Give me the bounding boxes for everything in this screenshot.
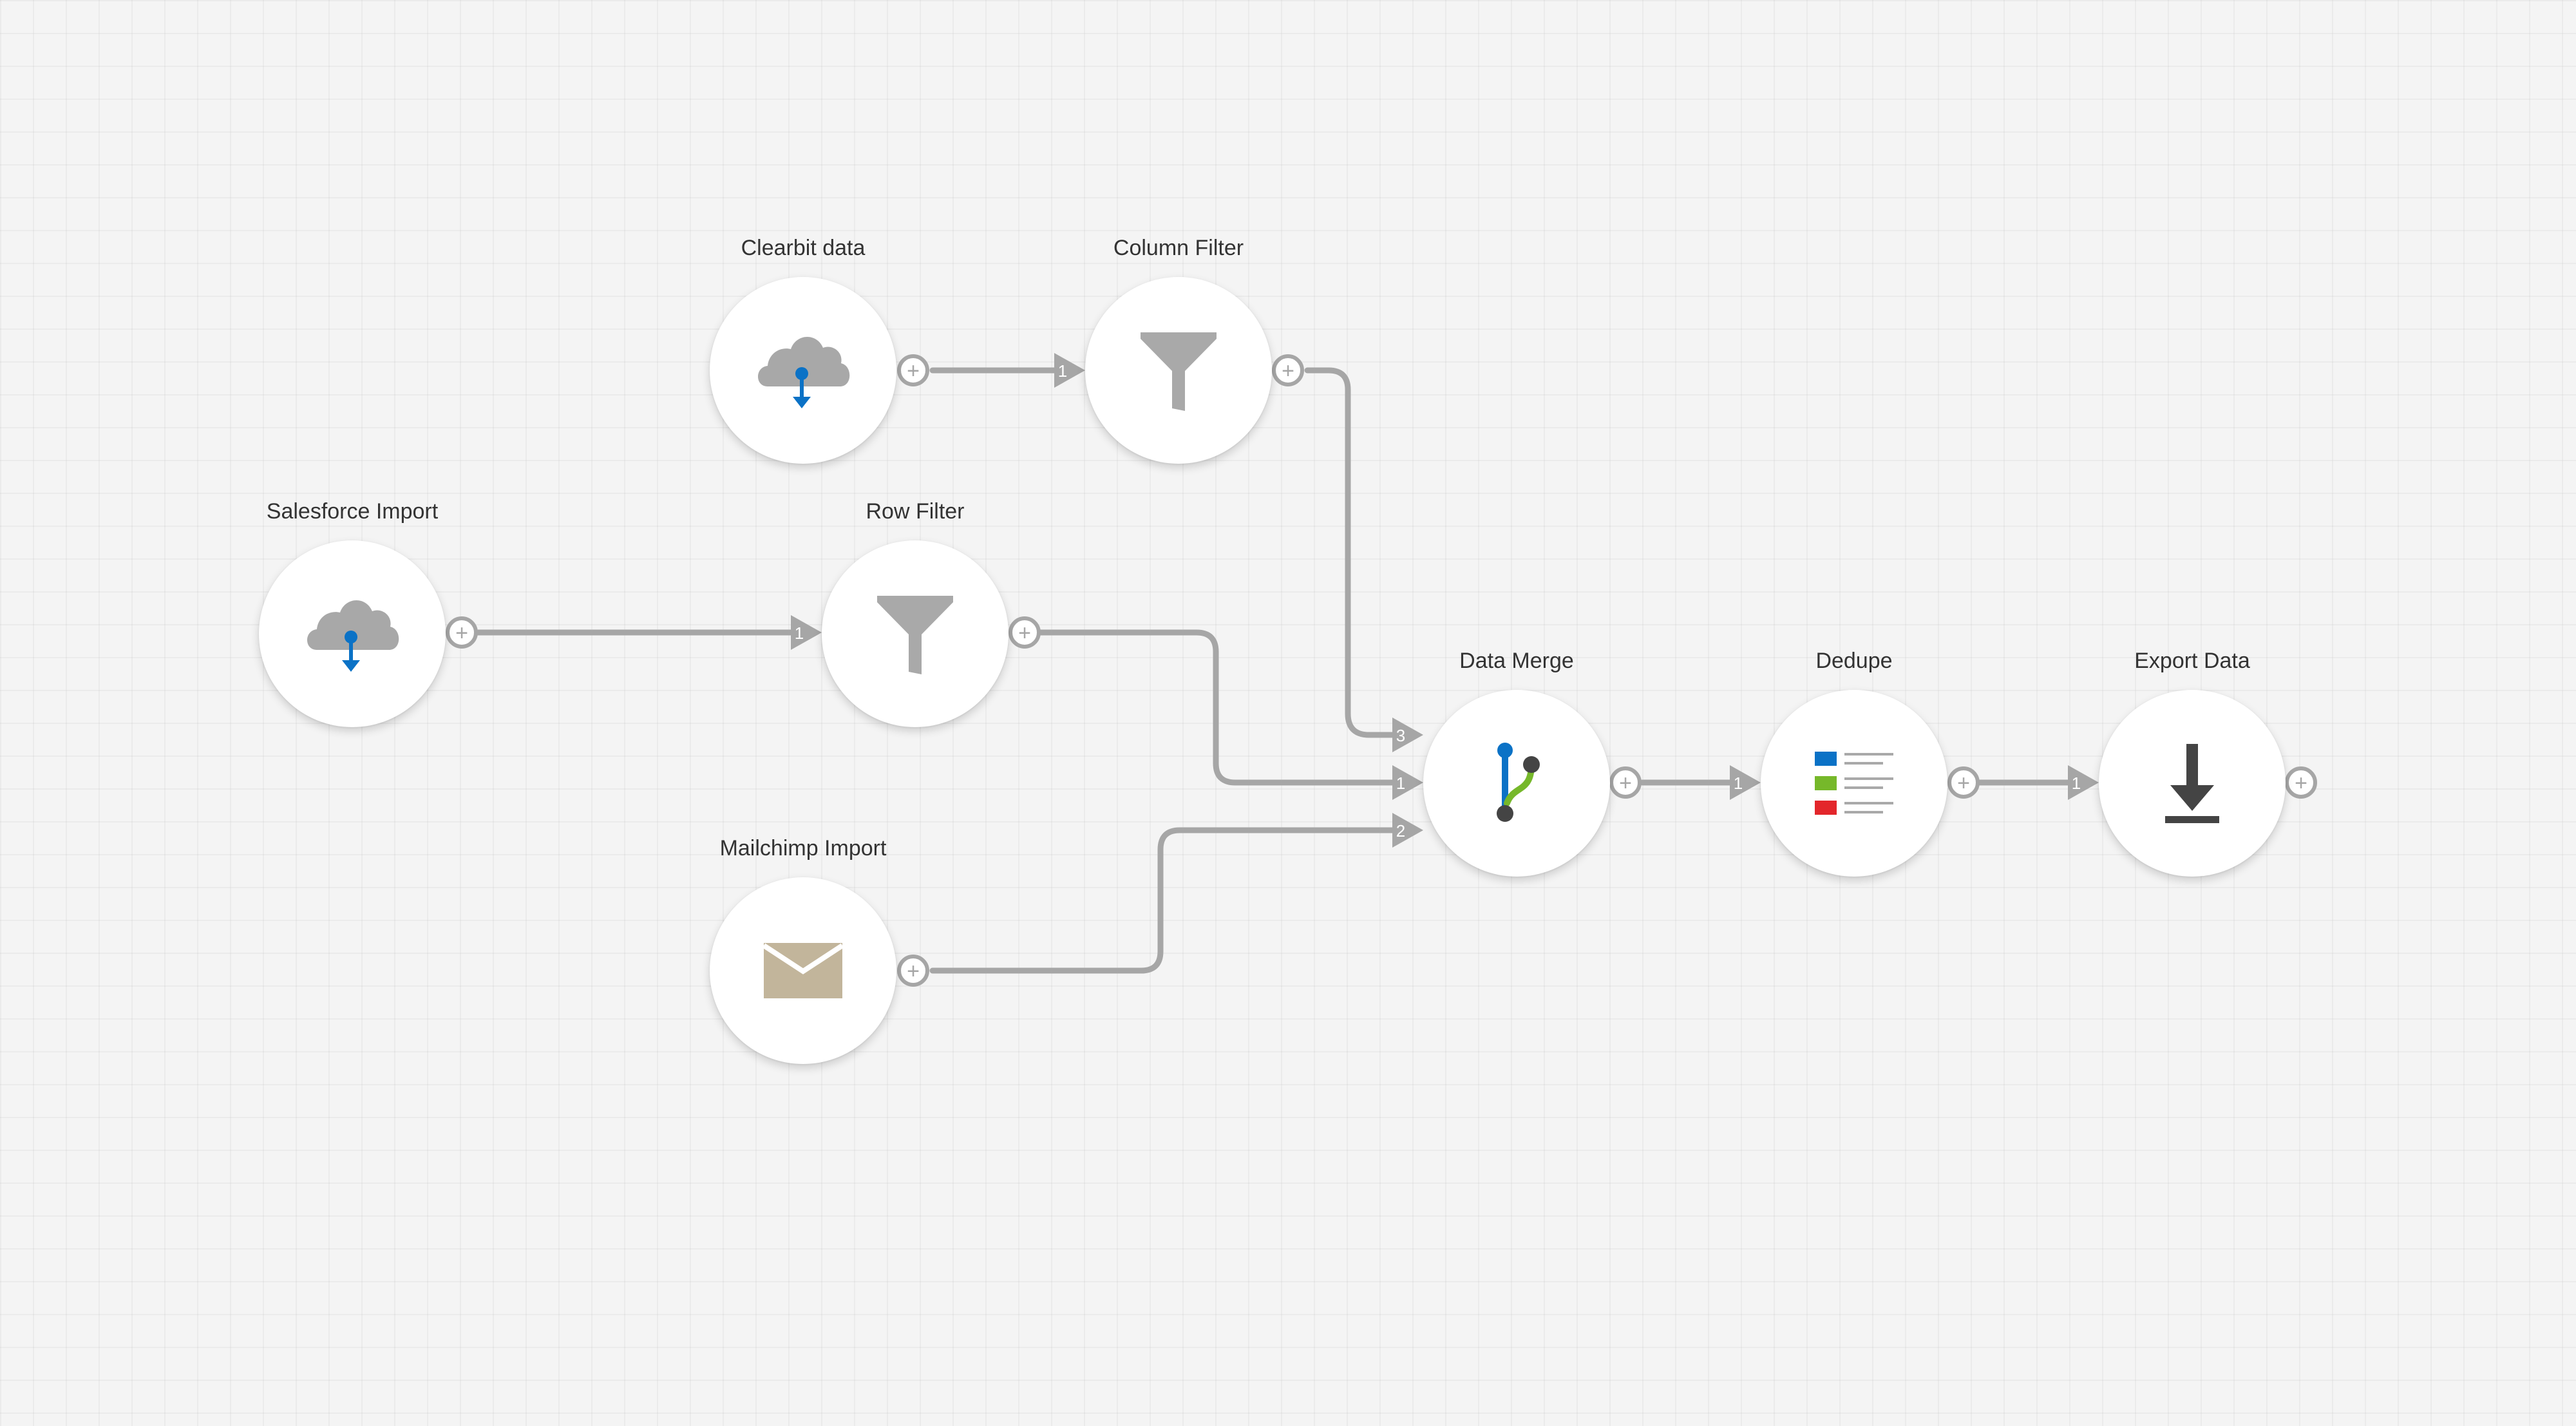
add-icon: + — [455, 621, 468, 645]
node-label-column-filter: Column Filter — [1113, 236, 1244, 260]
input-index-export: 1 — [2072, 774, 2081, 793]
node-row-filter[interactable] — [822, 540, 1009, 727]
node-label-mailchimp: Mailchimp Import — [719, 836, 887, 860]
download-icon — [2165, 744, 2219, 823]
input-arrow-column-filter[interactable] — [1054, 353, 1085, 388]
node-dedupe[interactable] — [1761, 690, 1947, 877]
node-label-export: Export Data — [2134, 649, 2250, 673]
dedupe-list-icon — [1815, 752, 1893, 815]
input-arrow-export[interactable] — [2068, 765, 2099, 800]
input-index-column-filter: 1 — [1058, 361, 1067, 381]
add-icon: + — [1018, 621, 1031, 645]
funnel-icon — [1141, 332, 1217, 411]
node-label-clearbit: Clearbit data — [741, 236, 866, 260]
output-port-mailchimp[interactable]: + — [897, 955, 929, 987]
connector-mailchimp-to-data-merge — [929, 827, 1401, 974]
connector-column-filter-to-data-merge — [1304, 367, 1401, 738]
input-arrow-merge-2[interactable] — [1392, 813, 1423, 848]
output-port-salesforce[interactable]: + — [446, 616, 478, 649]
node-label-dedupe: Dedupe — [1815, 649, 1893, 673]
input-index-merge-3: 3 — [1396, 726, 1405, 745]
node-export-data[interactable] — [2099, 690, 2286, 877]
node-salesforce-import[interactable] — [259, 540, 446, 727]
add-icon: + — [1282, 359, 1294, 383]
add-icon: + — [1619, 771, 1632, 795]
output-port-row-filter[interactable]: + — [1009, 616, 1041, 649]
node-data-merge[interactable] — [1423, 690, 1610, 877]
input-index-dedupe: 1 — [1734, 774, 1743, 793]
input-index-row-filter: 1 — [795, 623, 804, 643]
input-arrow-row-filter[interactable] — [791, 615, 822, 650]
input-index-merge-2: 2 — [1396, 821, 1405, 841]
merge-branch-icon — [1497, 743, 1540, 822]
node-label-row-filter: Row Filter — [866, 499, 965, 524]
add-icon: + — [907, 359, 920, 383]
envelope-icon — [762, 943, 844, 998]
node-column-filter[interactable] — [1085, 277, 1272, 464]
output-port-dedupe[interactable]: + — [1947, 766, 1980, 799]
funnel-icon — [877, 596, 953, 674]
add-icon: + — [2295, 771, 2307, 795]
output-port-column-filter[interactable]: + — [1272, 354, 1304, 386]
node-clearbit-data[interactable] — [710, 277, 896, 464]
output-port-export[interactable]: + — [2285, 766, 2317, 799]
input-arrow-dedupe[interactable] — [1730, 765, 1761, 800]
add-icon: + — [1957, 771, 1970, 795]
node-label-data-merge: Data Merge — [1459, 649, 1574, 673]
output-port-data-merge[interactable]: + — [1609, 766, 1642, 799]
input-arrow-merge-1[interactable] — [1392, 765, 1423, 800]
add-icon: + — [907, 959, 920, 984]
input-arrow-merge-3[interactable] — [1392, 718, 1423, 752]
input-index-merge-1: 1 — [1396, 774, 1405, 793]
connector-row-filter-to-data-merge — [1036, 629, 1401, 786]
node-label-salesforce: Salesforce Import — [266, 499, 439, 524]
cloud-download-icon — [758, 336, 850, 408]
output-port-clearbit[interactable]: + — [897, 354, 929, 386]
node-mailchimp-import[interactable] — [710, 877, 896, 1064]
cloud-download-icon — [307, 600, 399, 672]
